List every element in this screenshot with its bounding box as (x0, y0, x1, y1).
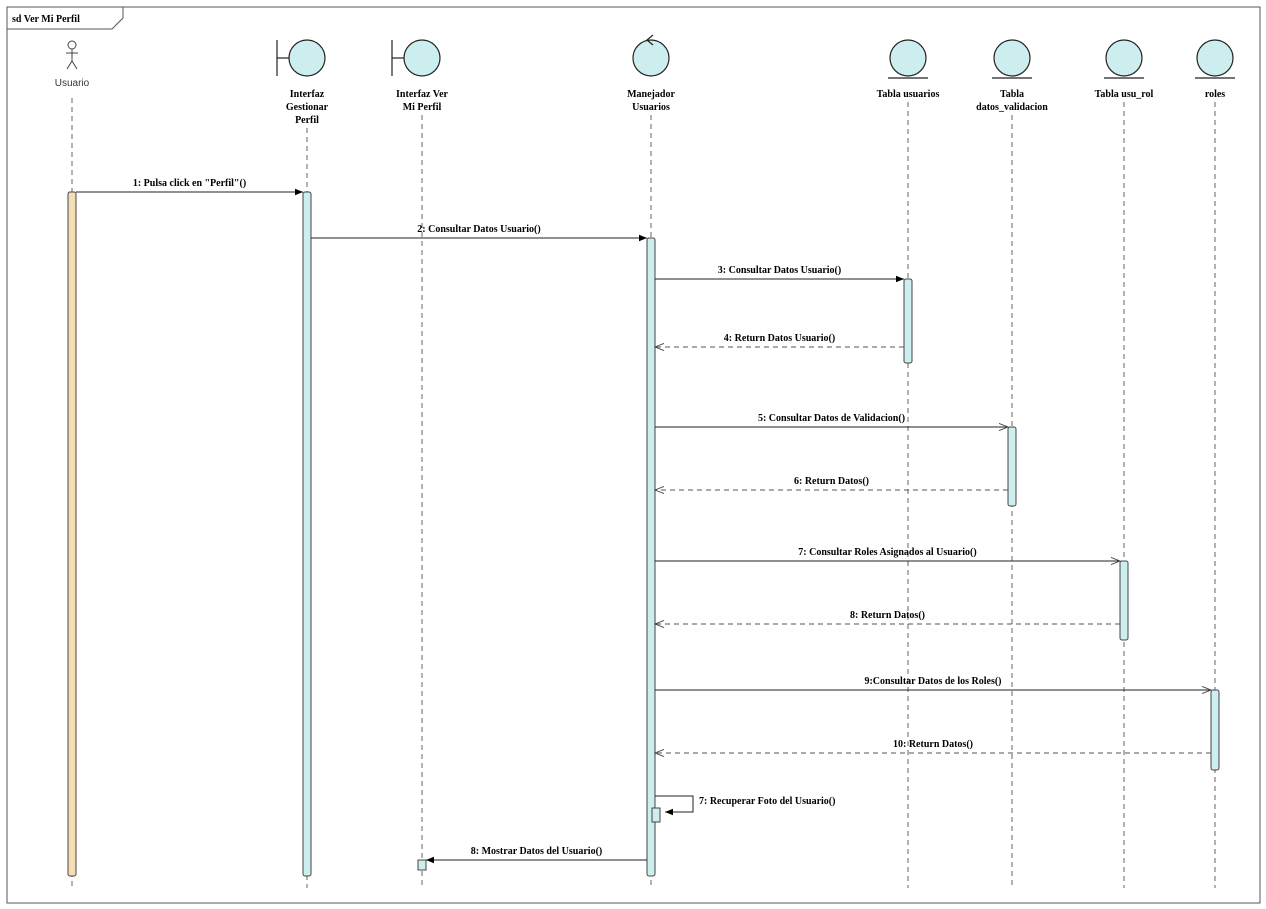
message-1: 1: Pulsa click en "Perfil"() (76, 178, 303, 196)
participant-label: Mi Perfil (403, 102, 442, 113)
message-8: 8: Return Datos() (653, 610, 1120, 629)
message-12: 8: Mostrar Datos del Usuario() (426, 846, 647, 864)
participant-label: datos_validacion (976, 102, 1048, 113)
participant-interfaz-ver-mi-perfil: Interfaz Ver Mi Perfil (391, 39, 449, 888)
message-11: 7: Recuperar Foto del Usuario() (655, 795, 835, 816)
receive-activation (417, 859, 427, 871)
message-7: 7: Consultar Roles Asignados al Usuario(… (655, 547, 1122, 566)
participant-label: Tabla usuarios (877, 89, 940, 100)
activations (67, 191, 1220, 877)
message-label: 8: Mostrar Datos del Usuario() (471, 846, 602, 857)
entity-icon (1104, 39, 1144, 79)
activation-bar (302, 191, 312, 877)
participant-label: Perfil (295, 115, 319, 126)
participant-label: Usuario (55, 78, 90, 89)
messages: 1: Pulsa click en "Perfil"() 2: Consultar… (76, 178, 1213, 864)
self-message-line (655, 795, 694, 816)
participant-label: Manejador (627, 89, 675, 100)
message-label: 2: Consultar Datos Usuario() (417, 224, 540, 235)
message-3: 3: Consultar Datos Usuario() (655, 265, 904, 283)
boundary-icon (391, 39, 441, 77)
participant-label: Interfaz Ver (396, 89, 448, 100)
message-label: 8: Return Datos() (850, 610, 925, 621)
control-icon (632, 34, 670, 77)
entity-icon (1195, 39, 1235, 79)
message-label: 5: Consultar Datos de Validacion() (758, 413, 905, 424)
participant-label: Interfaz (290, 89, 325, 100)
participant-label: Tabla (1000, 89, 1024, 100)
activation-bar (903, 278, 913, 364)
participant-tabla-usuarios: Tabla usuarios (877, 39, 940, 888)
participant-label: roles (1205, 89, 1225, 100)
activation-bar (1119, 560, 1129, 641)
message-6: 6: Return Datos() (653, 476, 1008, 495)
activation-bar (646, 237, 656, 877)
message-label: 6: Return Datos() (794, 476, 869, 487)
participant-roles: roles (1195, 39, 1235, 888)
message-label: 7: Recuperar Foto del Usuario() (699, 796, 835, 807)
frame-title: sd Ver Mi Perfil (12, 14, 80, 25)
participant-label: Tabla usu_rol (1095, 89, 1154, 100)
activation-bar (1007, 426, 1017, 507)
activation-bar (67, 191, 77, 877)
message-label: 10: Return Datos() (893, 739, 973, 750)
message-5: 5: Consultar Datos de Validacion() (655, 413, 1010, 432)
message-label: 3: Consultar Datos Usuario() (718, 265, 841, 276)
boundary-icon (276, 39, 326, 77)
message-4: 4: Return Datos Usuario() (653, 333, 904, 352)
message-9: 9:Consultar Datos de los Roles() (655, 676, 1213, 695)
self-call-activation (651, 807, 661, 823)
message-label: 4: Return Datos Usuario() (724, 333, 835, 344)
participant-tabla-datos-validacion: Tabla datos_validacion (976, 39, 1048, 888)
participant-label: Gestionar (286, 102, 329, 113)
message-label: 7: Consultar Roles Asignados al Usuario(… (798, 547, 976, 558)
message-2: 2: Consultar Datos Usuario() (311, 224, 647, 242)
message-label: 9:Consultar Datos de los Roles() (864, 676, 1001, 687)
participant-label: Usuarios (632, 102, 670, 113)
actor-icon (66, 40, 78, 70)
entity-icon (992, 39, 1032, 79)
frame-tab (6, 6, 124, 30)
activation-bar (1210, 689, 1220, 771)
message-10: 10: Return Datos() (653, 739, 1211, 758)
diagram-frame: sd Ver Mi Perfil (6, 6, 1261, 904)
participant-tabla-usu-rol: Tabla usu_rol (1095, 39, 1154, 888)
entity-icon (888, 39, 928, 79)
message-label: 1: Pulsa click en "Perfil"() (133, 178, 246, 189)
